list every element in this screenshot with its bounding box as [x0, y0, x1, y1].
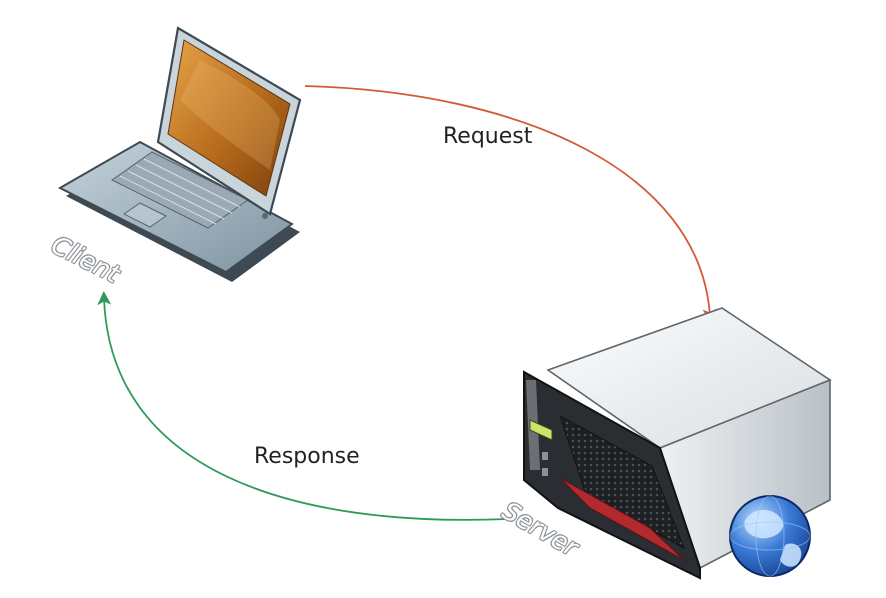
request-arrow: [304, 85, 717, 323]
response-label: Response: [254, 444, 360, 469]
globe-icon: [729, 495, 811, 577]
response-arrow: [97, 291, 509, 521]
laptop-icon: [57, 26, 302, 282]
request-label: Request: [443, 124, 533, 149]
